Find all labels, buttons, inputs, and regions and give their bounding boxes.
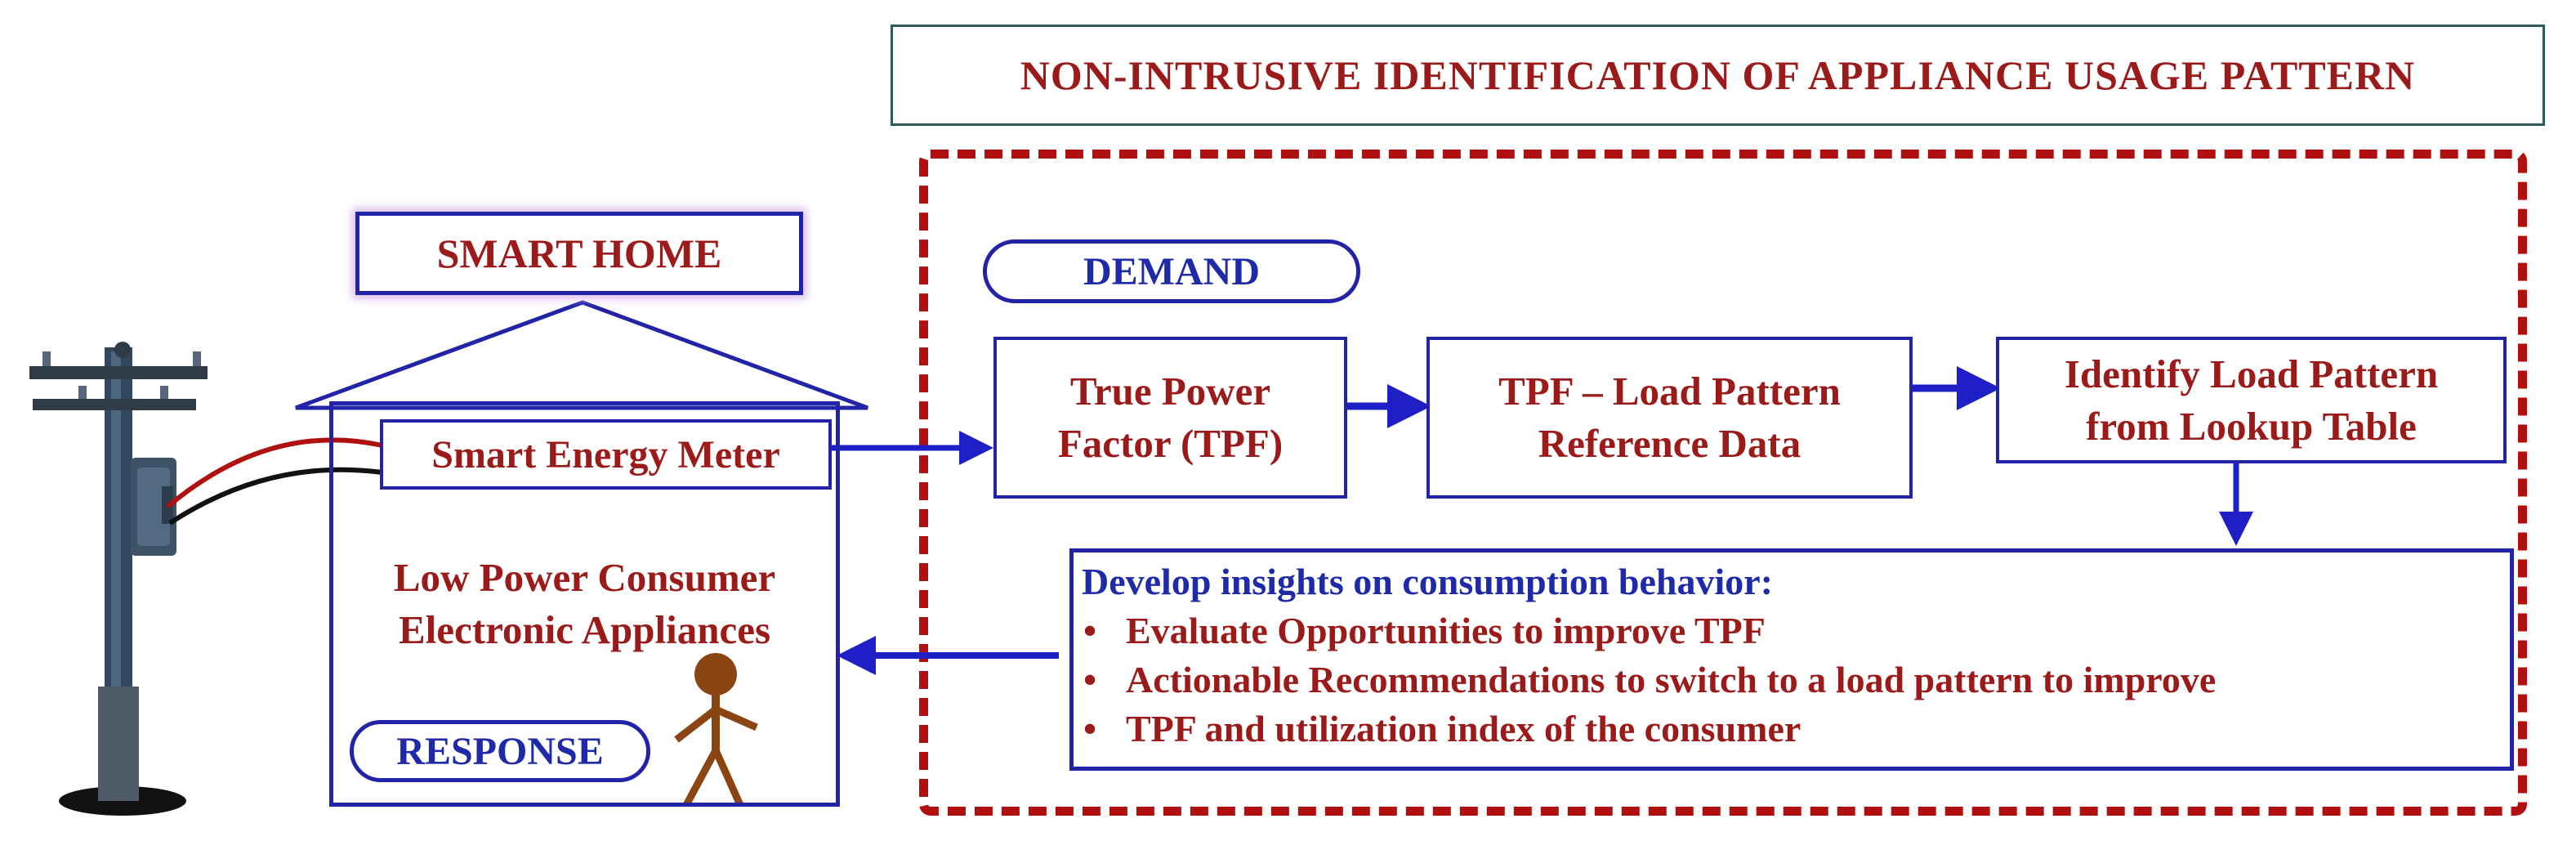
true-power-factor-box: True Power Factor (TPF) [993, 337, 1347, 499]
smart-energy-meter-box: Smart Energy Meter [380, 419, 832, 490]
insight-bullet-continuation: TPF and utilization index of the consume… [1082, 705, 2510, 754]
reference-data-box: TPF – Load Pattern Reference Data [1426, 337, 1913, 499]
insights-heading: Develop insights on consumption behavior… [1082, 561, 1774, 602]
insights-box: Develop insights on consumption behavior… [1069, 548, 2514, 771]
utility-pole-icon [29, 342, 208, 816]
lookup-line-1: Identify Load Pattern [2064, 351, 2439, 396]
diagram-title: NON-INTRUSIVE IDENTIFICATION OF APPLIANC… [891, 25, 2545, 126]
house-body [329, 401, 840, 807]
insights-list: Evaluate Opportunities to improve TPF Ac… [1082, 606, 2510, 754]
demand-pill: DEMAND [983, 239, 1360, 303]
person-icon [674, 653, 758, 807]
ref-line-1: TPF – Load Pattern [1498, 369, 1841, 414]
ref-line-2: Reference Data [1538, 421, 1801, 466]
process-frame [919, 150, 2527, 816]
lookup-line-2: from Lookup Table [2086, 403, 2417, 449]
tpf-line-1: True Power [1069, 369, 1271, 414]
lookup-table-box: Identify Load Pattern from Lookup Table [1996, 337, 2507, 463]
insight-bullet: Actionable Recommendations to switch to … [1082, 655, 2510, 705]
response-pill: RESPONSE [350, 720, 650, 782]
house-roof [295, 300, 868, 410]
tpf-line-2: Factor (TPF) [1057, 421, 1284, 466]
consumer-line-1: Low Power Consumer [393, 555, 776, 600]
consumer-line-2: Electronic Appliances [398, 607, 771, 652]
smart-home-label: SMART HOME [355, 212, 803, 295]
insight-bullet: Evaluate Opportunities to improve TPF [1082, 606, 2510, 655]
consumer-appliances-text: Low Power Consumer Electronic Appliances [329, 552, 840, 656]
